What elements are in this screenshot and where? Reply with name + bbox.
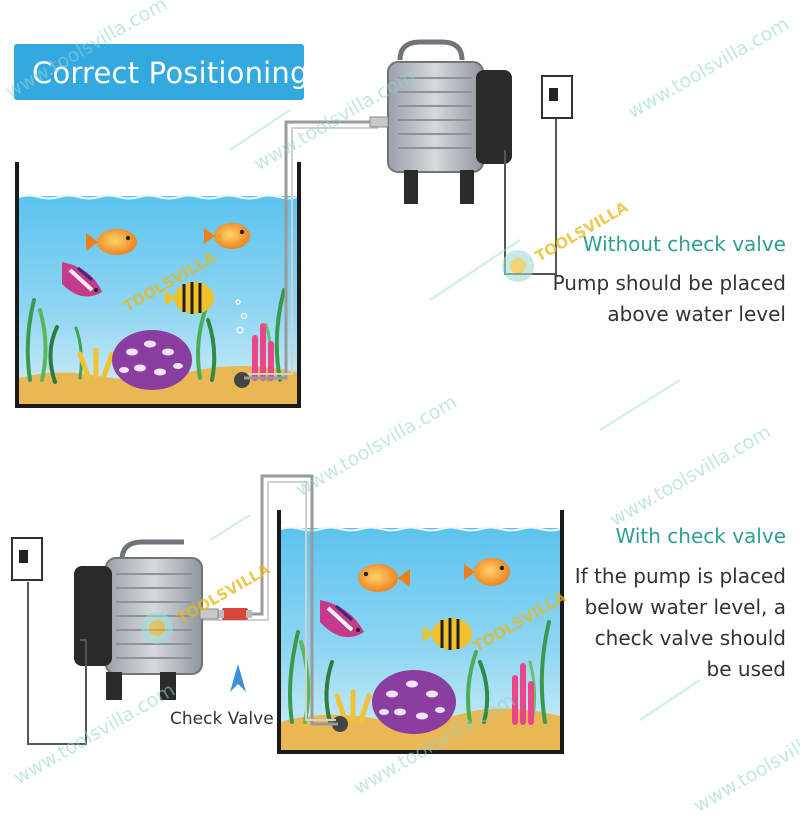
banner-title: Correct Positioning	[32, 56, 309, 90]
bottom-coral-yellow	[334, 689, 372, 723]
bottom-purple-rock	[372, 670, 456, 734]
bottom-fish-orange-right	[464, 558, 510, 586]
top-fish-orange-left	[86, 229, 137, 255]
bottom-description-line: below water level, a	[584, 595, 786, 619]
top-water-surface	[18, 194, 298, 200]
top-air-pump	[369, 39, 512, 204]
watermark-lines	[209, 109, 701, 721]
bottom-wall-socket	[11, 537, 43, 581]
bottom-aquarium	[277, 510, 564, 754]
top-purple-rock	[112, 330, 192, 390]
check-valve-label: Check Valve	[170, 709, 274, 729]
top-bubbles	[235, 299, 248, 334]
top-coral-pink	[252, 323, 274, 381]
bottom-tank-wall	[277, 510, 564, 754]
bottom-fish-angelfish	[320, 600, 364, 638]
bottom-fish-striped	[423, 618, 472, 650]
top-fish-orange-right	[204, 223, 250, 249]
top-fish-angelfish	[62, 262, 102, 297]
bottom-description: If the pump is placed below water level,…	[575, 561, 786, 685]
bottom-fish-orange-left	[358, 564, 410, 592]
bottom-heading: With check valve	[615, 524, 786, 548]
top-description-line: above water level	[607, 302, 786, 326]
watermark-logo-icon	[141, 250, 534, 644]
check-valve	[218, 608, 252, 620]
bottom-coral-pink	[512, 663, 534, 725]
top-tank-wall	[15, 162, 301, 408]
bottom-description-line: check valve should	[594, 626, 786, 650]
top-heading: Without check valve	[582, 232, 786, 256]
top-coral-yellow	[77, 347, 115, 379]
top-aquarium	[15, 162, 301, 408]
bottom-description-line: If the pump is placed	[574, 564, 786, 588]
top-fish-striped	[165, 282, 214, 314]
bottom-description-line: be used	[706, 657, 786, 681]
check-valve-arrow-icon	[230, 664, 246, 692]
top-wall-socket	[541, 75, 573, 119]
diagram-artwork	[11, 39, 701, 754]
bottom-water-surface	[280, 526, 561, 532]
top-description-line: Pump should be placed	[552, 271, 786, 295]
title-banner: Correct Positioning	[14, 44, 308, 100]
bottom-power-cord	[27, 582, 87, 745]
bottom-plants	[288, 620, 551, 724]
top-description: Pump should be placed above water level	[553, 268, 786, 330]
top-air-stone	[234, 372, 250, 388]
top-air-hose	[244, 120, 378, 380]
